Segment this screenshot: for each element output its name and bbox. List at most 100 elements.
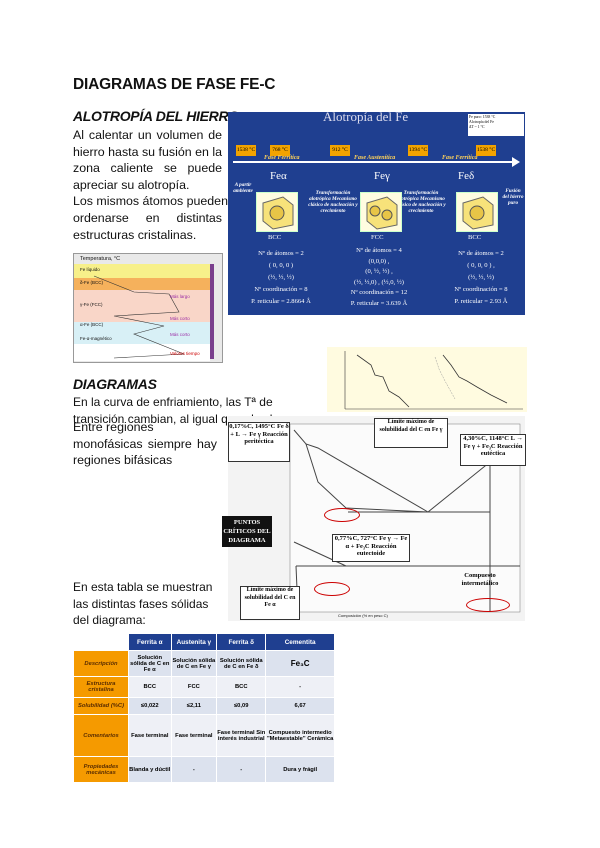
- callout-intermetallic: Compuesto intermetálico: [450, 572, 510, 592]
- bcc-lattice-icon: [256, 192, 298, 232]
- cooling-side-label: Más corto: [170, 316, 190, 321]
- table-header-row: Ferrita α Austenita γ Ferrita δ Cementit…: [74, 634, 335, 651]
- phase-label: Fase Ferrítica: [442, 155, 478, 161]
- text-line: zona caliente se puede: [73, 160, 222, 177]
- lattice-data-line: P. reticular = 2.93 Å: [446, 296, 516, 308]
- lattice-data-line: Nº coordinación = 12: [344, 288, 414, 299]
- cooling-side-label: Más corto: [170, 332, 190, 337]
- table-cell: BCC: [129, 677, 172, 698]
- table-cell: 6,67: [266, 698, 335, 715]
- table-cell: ≤0,09: [217, 698, 266, 715]
- text-line: Los mismos átomos pueden: [73, 193, 222, 210]
- text-line: estructuras cristalinas.: [73, 227, 222, 244]
- table-cell: Dura y frágil: [266, 757, 335, 783]
- highlight-ellipse: [314, 582, 350, 596]
- table-cell: Fase terminal: [171, 715, 217, 757]
- slide-caption: Fusión del hierro puro: [502, 188, 524, 206]
- table-row: Estructura cristalina BCC FCC BCC -: [74, 677, 335, 698]
- text-line: hierro hasta su fusión en la: [73, 144, 222, 161]
- regiones-paragraph: Entre regiones monofásicas siempre hay r…: [73, 419, 217, 469]
- lattice-data-line: Nº de átomos = 4: [344, 246, 414, 257]
- text-line: apreciar su alotropía.: [73, 177, 222, 194]
- table-row: Comentarios Fase terminal Fase terminal …: [74, 715, 335, 757]
- highlight-ellipse: [324, 508, 360, 522]
- lattice-data-line: ( 0, 0, 0 ): [246, 260, 316, 272]
- callout-solubility-gamma: Límite máximo de solubilidad del C en Fe…: [374, 418, 448, 448]
- phase-label: Fase Ferrítica: [264, 155, 300, 161]
- section-heading-diagramas: DIAGRAMAS: [73, 376, 157, 392]
- section-heading-alotropia: ALOTROPÍA DEL HIERRO: [73, 108, 239, 124]
- callout-eutectic: 4,30%C, 1148°C L → Fe γ + Fe₃C Reacción …: [460, 434, 526, 466]
- tabla-paragraph: En esta tabla se muestran las distintas …: [73, 579, 212, 629]
- temp-box: 912 °C: [330, 145, 350, 156]
- temp-box: 1394 °C: [408, 145, 428, 156]
- lattice-data-line: (½, ½, ½): [446, 272, 516, 284]
- table-cell: ≤0,022: [129, 698, 172, 715]
- table-cell: ≤2,11: [171, 698, 217, 715]
- table-cell: Solución sólida de C en Fe γ: [171, 651, 217, 677]
- lattice-data: Nº de átomos = 4 (0,0,0) , (0, ½, ½) , (…: [344, 246, 414, 309]
- slide-note-box: Fe puro: 1538 °C Alotropía del Fe ΔT ~ 1…: [468, 114, 524, 136]
- lattice-data-line: (0, ½, ½) ,: [344, 267, 414, 278]
- lattice-data-line: (½, ½, ½): [246, 272, 316, 284]
- lattice-data-line: Nº coordinación = 8: [446, 284, 516, 296]
- row-header: Solubilidad (%C): [74, 698, 129, 715]
- table-cell: Blanda y dúctil: [129, 757, 172, 783]
- lattice-label: FCC: [371, 234, 383, 241]
- text-line: Entre regiones: [73, 419, 217, 436]
- slide-caption: Transformación alotrópica Mecanismo clás…: [396, 190, 446, 214]
- text-line: monofásicas siempre hay: [73, 436, 217, 453]
- fe-c-phase-diagram-image: 0,17%C, 1495°C Fe δ + L → Fe γ Reacción …: [228, 416, 525, 621]
- lattice-label: BCC: [268, 234, 281, 241]
- table-header: Ferrita δ: [217, 634, 266, 651]
- puntos-criticos-label: PUNTOS CRÍTICOS DEL DIAGRAMA: [222, 516, 272, 547]
- table-cell: BCC: [217, 677, 266, 698]
- table-cell: -: [217, 757, 266, 783]
- lattice-data-line: P. reticular = 3.639 Å: [344, 299, 414, 310]
- cooling-curve-lines: [327, 347, 527, 412]
- lattice-data-line: (½, ½,0) , (½,0, ½): [344, 278, 414, 289]
- text-line: regiones bifásicas: [73, 452, 217, 469]
- callout-eutectoid: 0,77%C, 727°C Fe γ → Fe α + Fe₃C Reacció…: [332, 534, 410, 562]
- text-line: ordenarse en distintas: [73, 210, 222, 227]
- table-cell: Solución sólida de C en Fe α: [129, 651, 172, 677]
- callout-peritectic: 0,17%C, 1495°C Fe δ + L → Fe γ Reacción …: [228, 422, 290, 462]
- table-header: [74, 634, 129, 651]
- slide-caption: A partir ambiente: [228, 182, 258, 194]
- temp-box: 1538 °C: [476, 145, 496, 156]
- iron-form: Feδ: [458, 170, 474, 182]
- slide-title: Alotropía del Fe: [323, 109, 408, 125]
- text-line: En esta tabla se muestran: [73, 579, 212, 596]
- table-cell: Solución sólida de C en Fe δ: [217, 651, 266, 677]
- lattice-data-line: ( 0, 0, 0 ) ,: [446, 260, 516, 272]
- cooling-diagram-image: Temperatura, °C Fe líquido δ-Fe (BCC) γ-…: [73, 253, 223, 363]
- cooling-side-label: Más largo: [170, 294, 190, 299]
- page-title: DIAGRAMAS DE FASE FE-C: [73, 76, 275, 94]
- alotropia-paragraph: Al calentar un volumen de hierro hasta s…: [73, 127, 222, 243]
- highlight-ellipse: [466, 598, 510, 612]
- callout-solubility-alpha: Límite máximo de solubilidad del C en Fe…: [240, 586, 300, 620]
- note-line: ΔT ~ 1 °C: [469, 125, 523, 130]
- table-row: Descripción Solución sólida de C en Fe α…: [74, 651, 335, 677]
- temperature-arrow: [233, 161, 513, 163]
- bcc-lattice-icon: [456, 192, 498, 232]
- temp-box: 1538 °C: [236, 145, 256, 156]
- cooling-curve-plot-image: [327, 347, 527, 412]
- text-line: Al calentar un volumen de: [73, 127, 222, 144]
- alotropia-slide-image: Alotropía del Fe Fe puro: 1538 °C Alotro…: [228, 112, 525, 315]
- table-cell: -: [171, 757, 217, 783]
- table-cell: Fase terminal: [129, 715, 172, 757]
- table-row: Solubilidad (%C) ≤0,022 ≤2,11 ≤0,09 6,67: [74, 698, 335, 715]
- table-cell: Compuesto intermedio "Metaestable" Cerám…: [266, 715, 335, 757]
- table-cell: FCC: [171, 677, 217, 698]
- table-cell: Fase terminal Sin interés industrial: [217, 715, 266, 757]
- row-header: Estructura cristalina: [74, 677, 129, 698]
- x-axis-label: Composición (% en peso C): [338, 613, 388, 618]
- lattice-label: BCC: [468, 234, 481, 241]
- row-header: Propiedades mecánicas: [74, 757, 129, 783]
- table-header: Austenita γ: [171, 634, 217, 651]
- cooling-side-label: Valores tiempo: [170, 351, 200, 356]
- table-cell: Fe₃C: [266, 651, 335, 677]
- lattice-data-line: Nº de átomos = 2: [446, 248, 516, 260]
- table-row: Propiedades mecánicas Blanda y dúctil - …: [74, 757, 335, 783]
